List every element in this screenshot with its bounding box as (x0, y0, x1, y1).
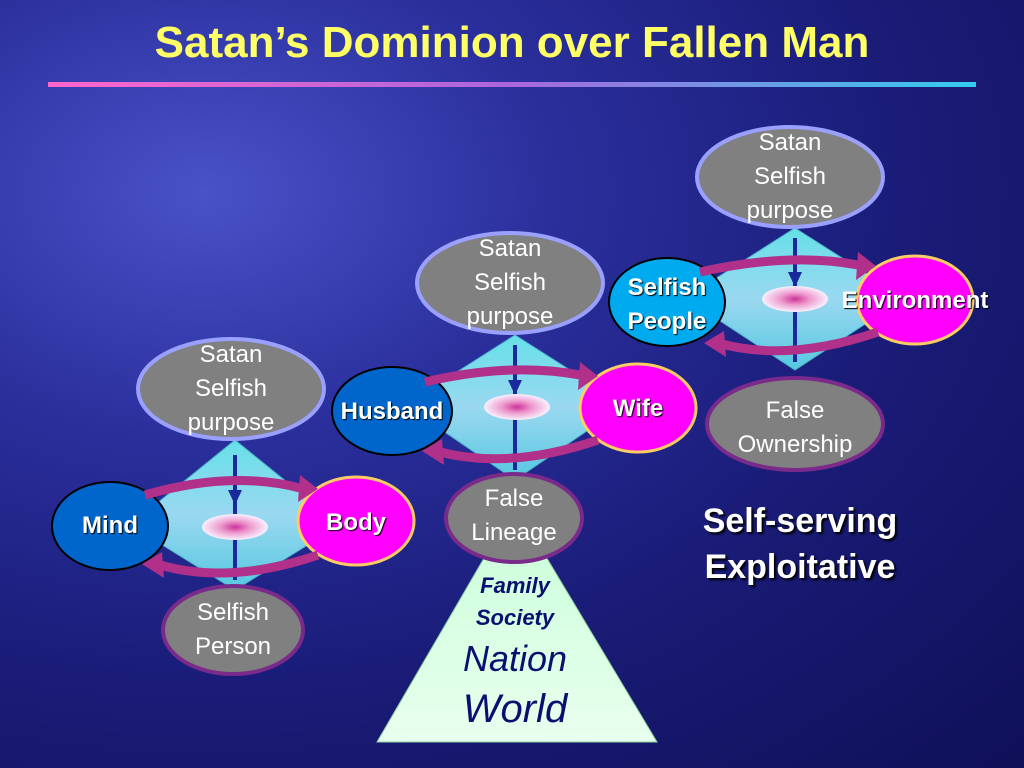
diagram-1-mind-label: Mind (82, 512, 138, 539)
diagram-3-environment-label: Environment (841, 287, 989, 314)
diagram-3-shapes (608, 125, 975, 472)
selfish-text: Selfish (194, 375, 268, 402)
diagram-3-result-label: False Ownership (712, 394, 878, 462)
pyramid-world: World (462, 687, 568, 731)
summary-line-2: Exploitative (704, 548, 896, 586)
diagram-3-environment-oval (855, 254, 975, 346)
pyramid-family: Family (480, 573, 550, 598)
result-line-1: False (765, 397, 825, 424)
result-line-2: Person (194, 633, 272, 660)
diagram-1-body-label: Body (326, 509, 386, 536)
result-line-2: Ownership (737, 431, 853, 458)
diagram-3-satan-label: Satan Selfish purpose (705, 126, 875, 228)
satan-text: Satan (758, 129, 822, 156)
diagram-1-body-oval (296, 475, 416, 567)
diagram-3-satan-oval (695, 125, 885, 229)
diagram-1-shapes (51, 337, 416, 676)
diagram-3-arrow-top (699, 255, 859, 277)
diagram-2-shapes (331, 231, 698, 564)
diagram-3-arrow-bottom (720, 327, 880, 356)
diagram-2-satan-label: Satan Selfish purpose (425, 232, 595, 334)
diagram-1-mind-oval (51, 481, 169, 571)
diagram-3-result-oval (705, 376, 885, 472)
diagram-2-arrow-top (423, 365, 581, 387)
diagram-2-wife-label: Wife (612, 395, 664, 422)
diagram-1-arrow-bottom (158, 550, 320, 578)
diagram-3-people-oval (608, 257, 726, 347)
result-line-2: Lineage (471, 519, 557, 546)
diagram-2-husband-label: Husband (340, 398, 444, 425)
diagram-2-center (484, 394, 550, 420)
diagram-1-result-oval (161, 584, 305, 676)
people-line-2: People (627, 308, 707, 335)
pyramid-nation: Nation (462, 638, 568, 679)
diagram-1-satan-label: Satan Selfish purpose (146, 338, 316, 440)
diagram-2-wife-oval (578, 362, 698, 454)
diagram-1-result-label: Selfish Person (163, 596, 303, 664)
purpose-text: purpose (746, 197, 834, 224)
summary-line-1: Self-serving (702, 502, 898, 540)
diagram-3-center (762, 286, 828, 312)
diagram-2-result-oval (444, 472, 584, 564)
result-line-1: False (484, 485, 544, 512)
selfish-text: Selfish (473, 269, 547, 296)
diagram-2-arrow-bottom (438, 435, 600, 464)
diagram-1-satan-oval (136, 337, 326, 441)
page-title: Satan’s Dominion over Fallen Man (154, 18, 870, 67)
purpose-text: purpose (187, 409, 275, 436)
diagram-1-center (202, 514, 268, 540)
people-line-1: Selfish (627, 274, 707, 301)
diagram-2-satan-oval (415, 231, 605, 335)
title-underline (48, 82, 976, 87)
pyramid-society: Society (475, 605, 555, 630)
selfish-text: Selfish (753, 163, 827, 190)
summary-text: Self-serving Exploitative (660, 498, 940, 590)
diagram-2-result-label: False Lineage (444, 482, 584, 550)
pyramid-shape (376, 504, 658, 743)
satan-text: Satan (199, 341, 263, 368)
diagram-1-arrow-top (143, 476, 302, 500)
result-line-1: Selfish (196, 599, 270, 626)
diagram-2-husband-oval (331, 366, 453, 456)
satan-text: Satan (478, 235, 542, 262)
diagram-3-people-label: Selfish People (612, 271, 722, 339)
purpose-text: purpose (466, 303, 554, 330)
